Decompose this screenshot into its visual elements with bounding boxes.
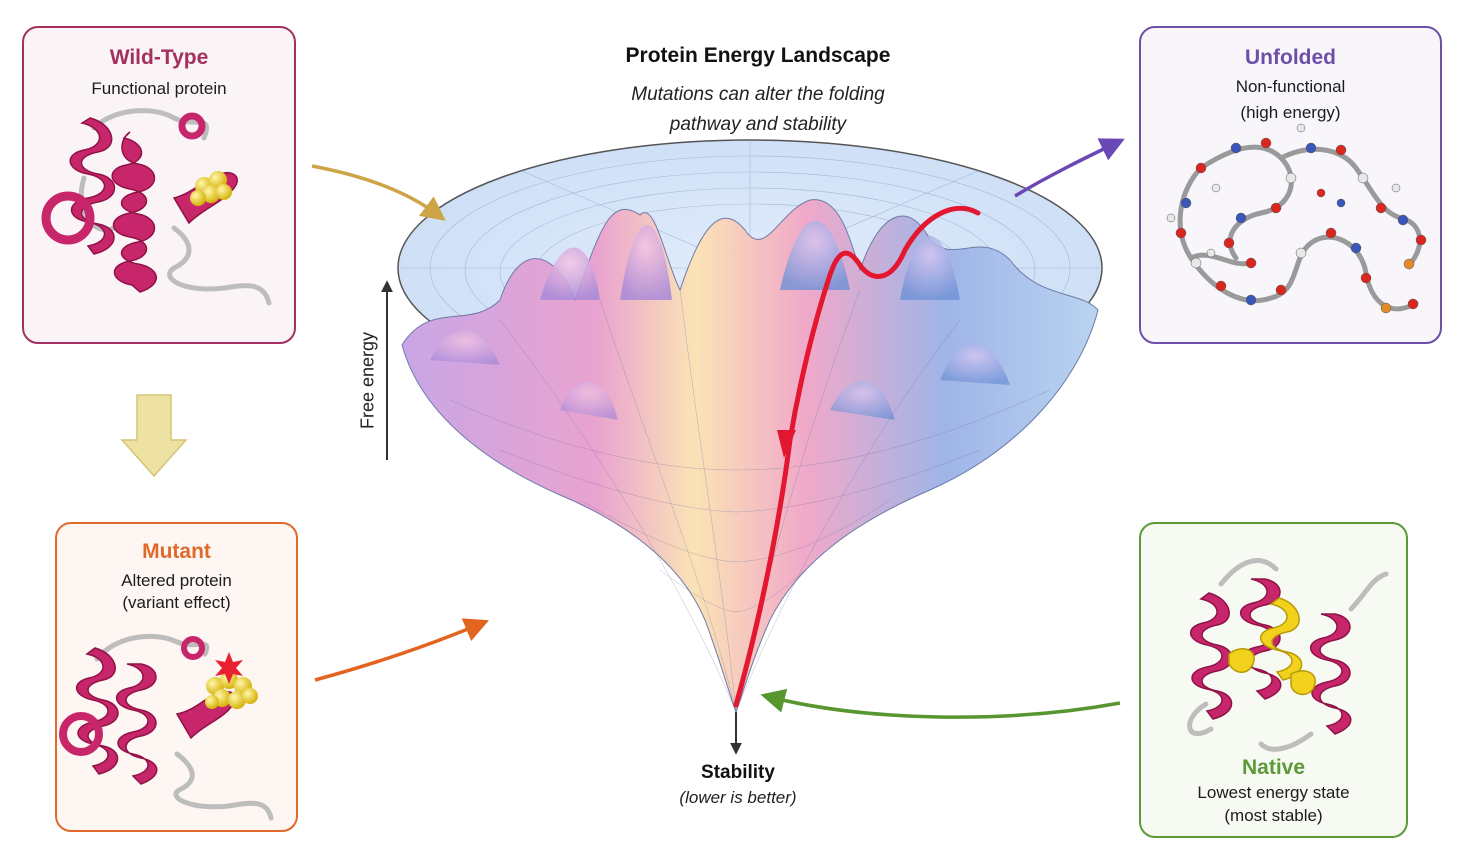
native-title: Native [1241,756,1306,779]
funnel-hill [940,343,1010,385]
pathway-arrowhead [777,430,796,458]
mutant-card: Mutant Altered protein (variant effect) [55,522,298,832]
wild-type-title: Wild-Type [109,46,209,69]
funnel-hill [560,381,618,420]
stability-label: Stability [701,762,775,783]
helix-ribbon-icon [59,633,274,821]
unfolded-line2: (high energy) [1240,103,1341,122]
down-arrow-icon [120,394,188,478]
unfolded-line1: Non-functional [1235,77,1346,96]
arrow-wild-to-landscape [311,164,446,221]
funnel-mesh [449,289,1051,713]
funnel-hill [540,247,600,300]
native-line2: (most stable) [1224,806,1323,825]
stability-sublabel: (lower is better) [679,788,797,807]
native-card: Native Lowest energy state (most stable) [1139,522,1408,838]
unfolded-card: Unfolded Non-functional (high energy) [1139,26,1442,344]
mutant-line1: Altered protein [121,571,232,590]
helix-ribbon-icon [1187,558,1389,752]
folding-pathway [733,205,981,708]
diagram-subtitle: Mutations can alter the folding pathway … [558,80,958,140]
funnel-body [401,199,1099,714]
funnel-hill [900,236,960,300]
subtitle-line-2: pathway and stability [669,114,847,135]
arrow-native-to-landscape [760,688,1121,719]
native-line1: Lowest energy state [1197,783,1350,802]
diagram-title: Protein Energy Landscape [625,44,891,67]
free-energy-label: Free energy [357,331,378,430]
arrow-landscape-to-unfolded [1014,138,1125,198]
ball-and-stick-chain-icon [1166,123,1427,314]
helix-ribbon-icon [41,108,272,306]
arrow-mutant-to-landscape [314,618,490,682]
mutation-star-icon [215,652,243,684]
mutant-title: Mutant [142,540,211,563]
funnel-hill [830,381,895,420]
wild-type-card: Wild-Type Functional protein [22,26,296,344]
wild-type-line1: Functional protein [91,79,227,98]
funnel-hill [620,225,672,300]
ligand-sphere-icon [190,171,232,206]
subtitle-line-1: Mutations can alter the folding [631,84,885,105]
energy-funnel [397,139,1103,755]
unfolded-title: Unfolded [1245,46,1336,69]
mutant-line2: (variant effect) [122,593,231,612]
funnel-hill [430,330,500,365]
